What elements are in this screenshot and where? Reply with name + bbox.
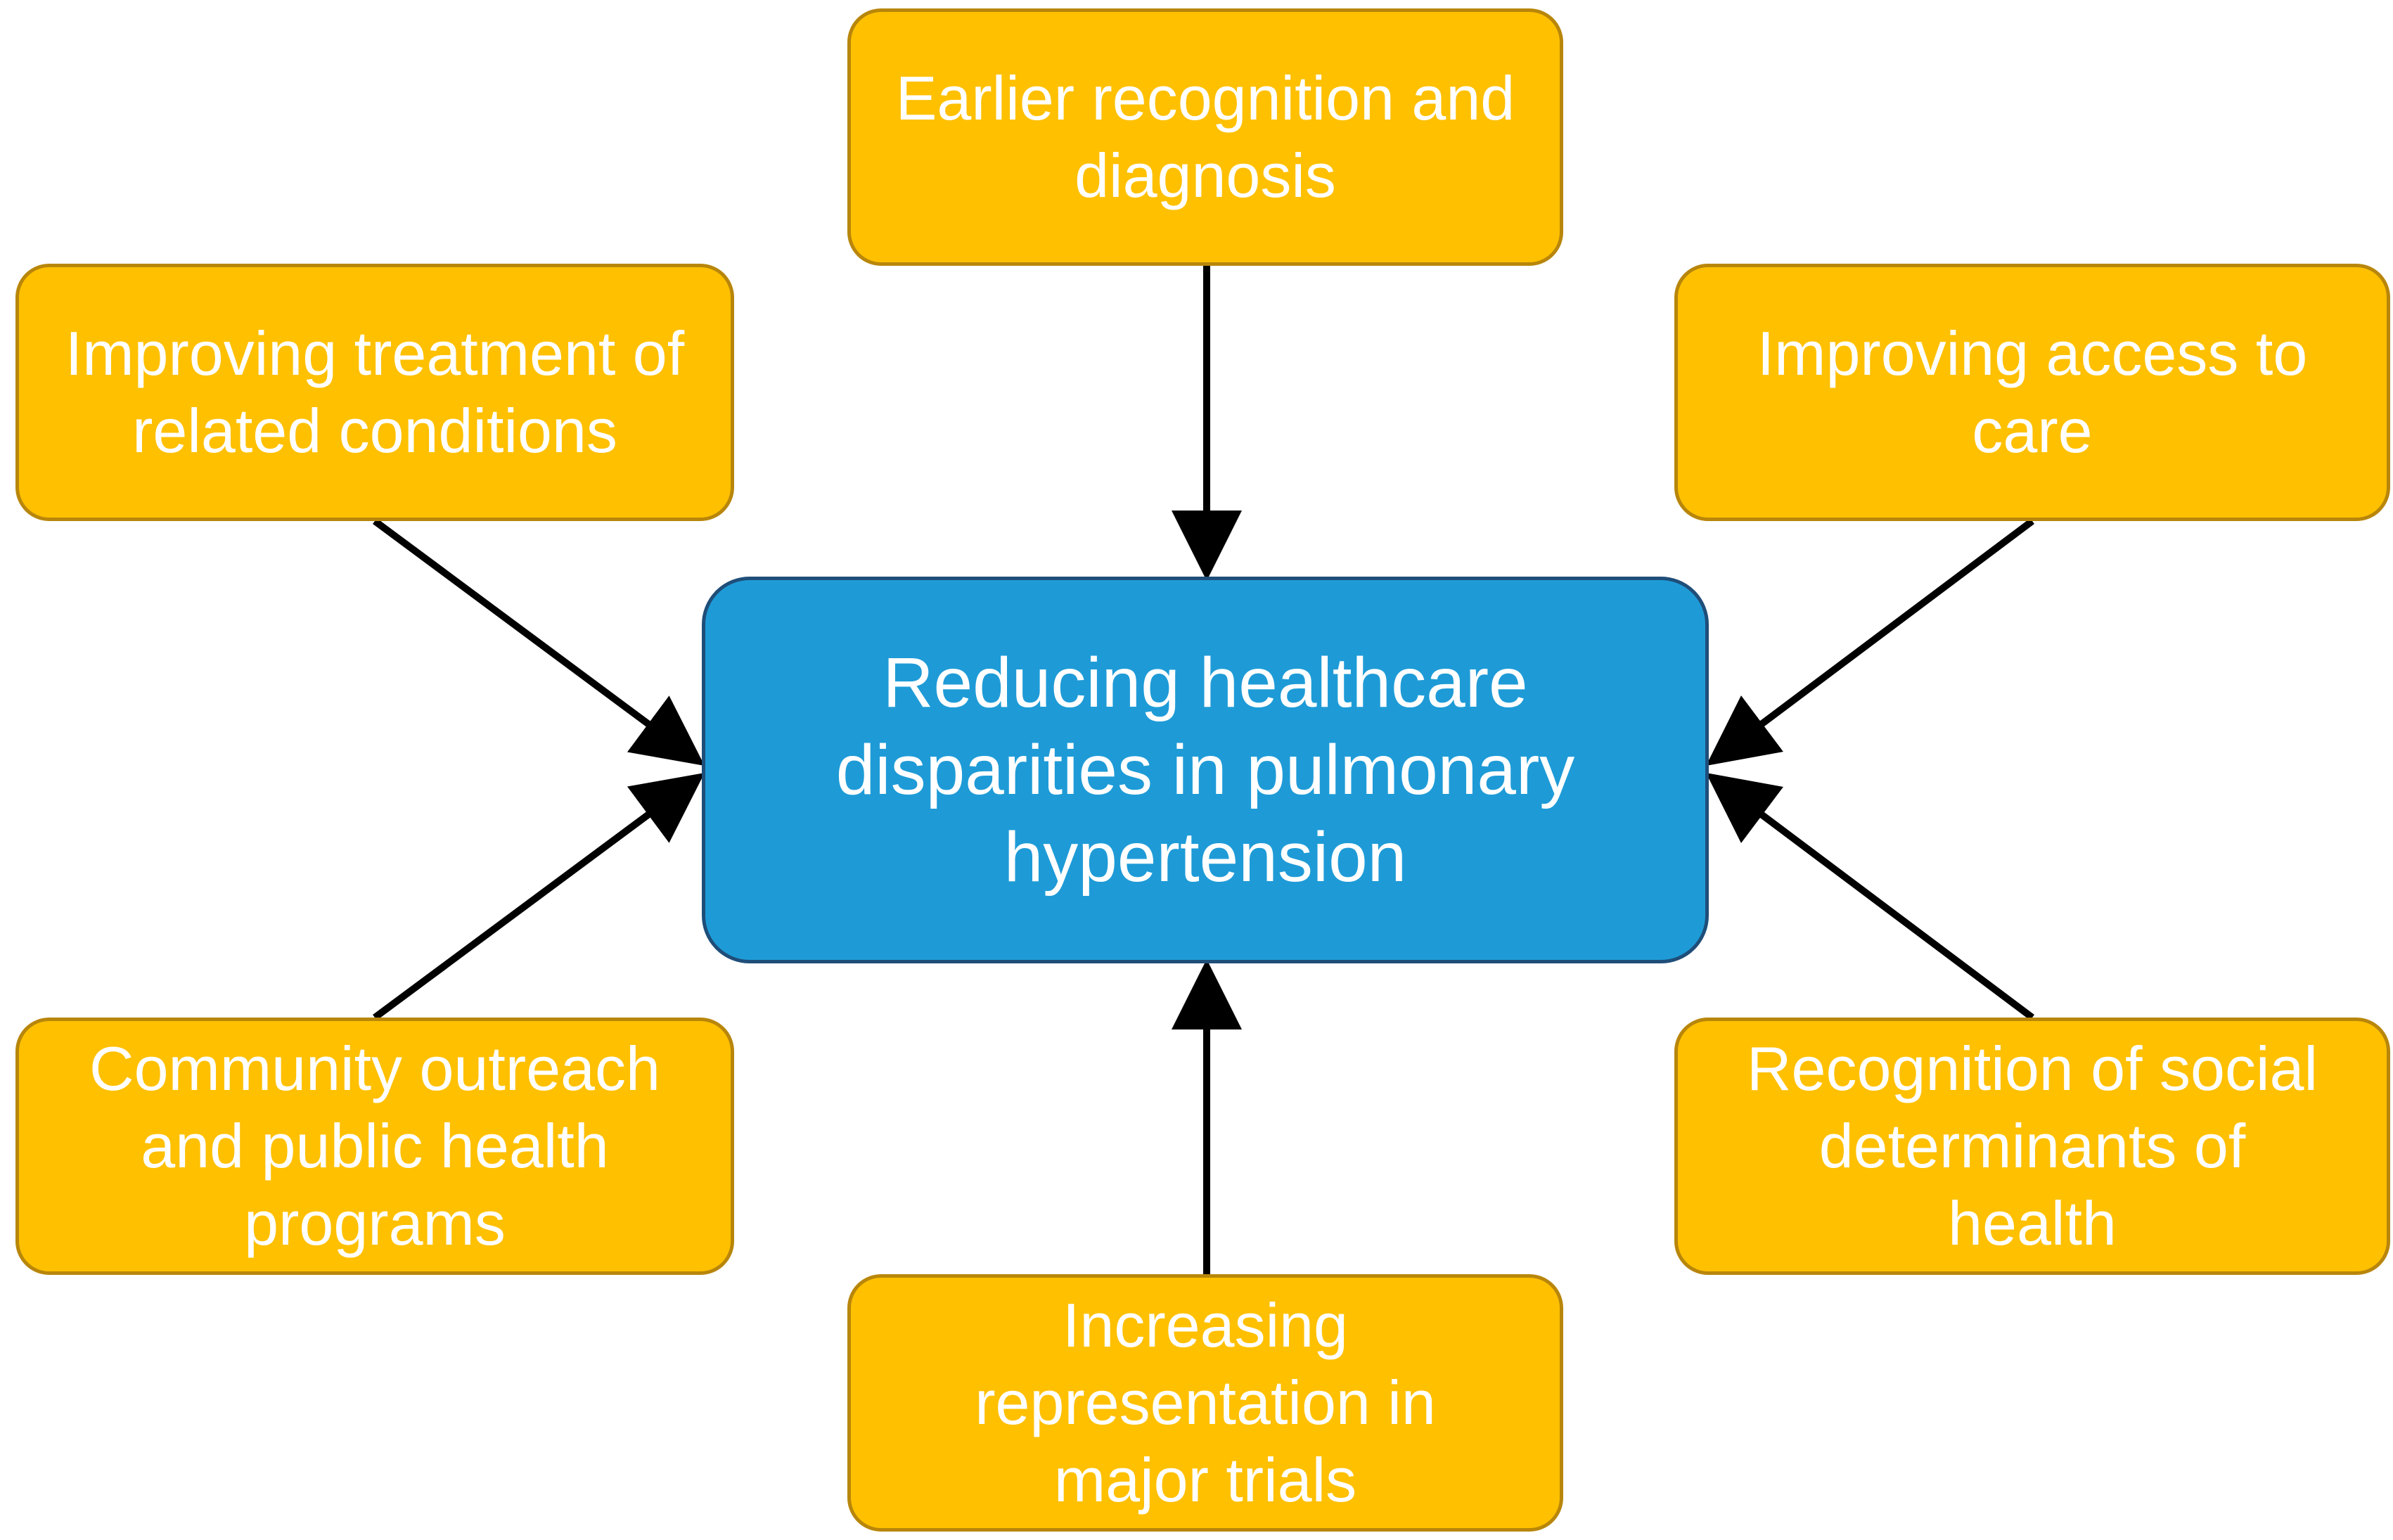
node-label: Improving access to care	[1757, 319, 2308, 466]
node-label: Community outreach and public health pro…	[89, 1034, 660, 1258]
node-label: Earlier recognition and diagnosis	[895, 63, 1515, 210]
arrow-right-up-to-center	[1706, 518, 2034, 766]
node-community-outreach: Community outreach and public health pro…	[15, 1018, 734, 1275]
node-label: Recognition of social determinants of he…	[1746, 1034, 2318, 1258]
arrow-left-up-to-center	[373, 518, 705, 766]
arrow-left-down-to-center	[373, 773, 705, 1021]
node-center-reducing-disparities: Reducing healthcare disparities in pulmo…	[702, 577, 1709, 963]
node-increasing-representation: Increasing representation in major trial…	[847, 1274, 1563, 1532]
node-earlier-recognition: Earlier recognition and diagnosis	[847, 8, 1563, 266]
node-social-determinants: Recognition of social determinants of he…	[1674, 1018, 2390, 1275]
node-improving-access: Improving access to care	[1674, 264, 2390, 521]
node-improving-treatment: Improving treatment of related condition…	[15, 264, 734, 521]
node-label: Improving treatment of related condition…	[65, 319, 685, 466]
center-label: Reducing healthcare disparities in pulmo…	[835, 643, 1575, 897]
node-label: Increasing representation in major trial…	[975, 1290, 1436, 1515]
arrow-right-down-to-center	[1706, 773, 2034, 1020]
